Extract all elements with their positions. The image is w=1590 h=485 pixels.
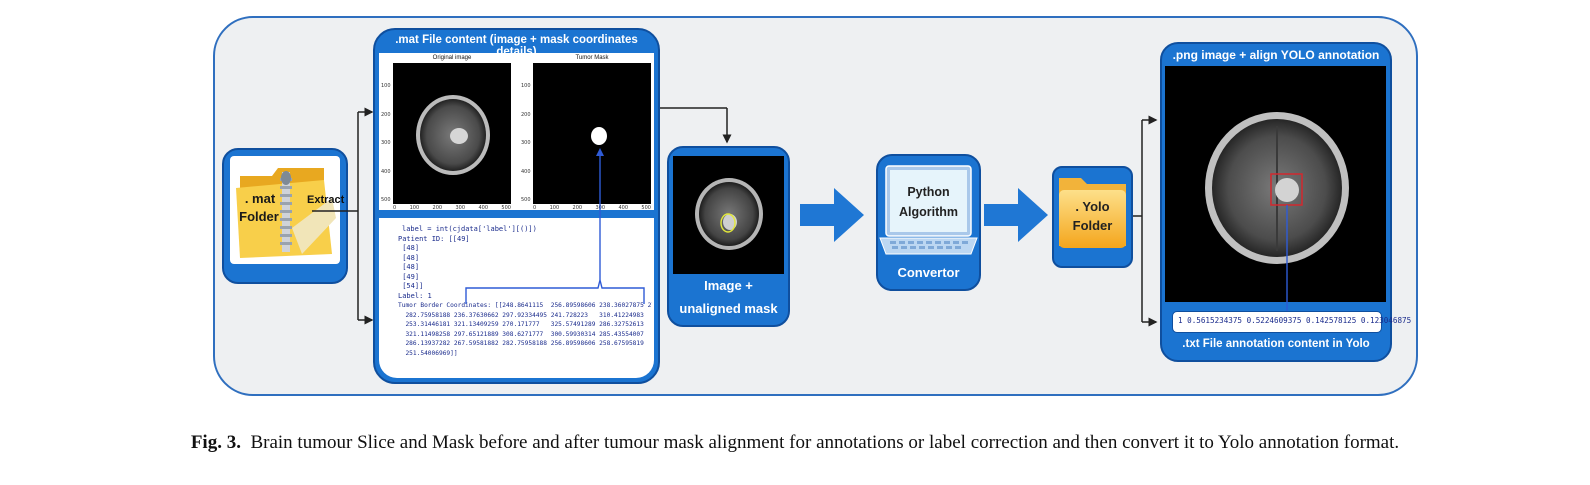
python-label: Python bbox=[907, 185, 950, 199]
brain-scan-yolo bbox=[1205, 112, 1349, 302]
code-line: [48] bbox=[398, 244, 420, 252]
zip-folder-icon bbox=[236, 168, 336, 258]
original-y-ticks: 100 200 300 400 500 bbox=[381, 83, 391, 203]
mat-code-output bbox=[379, 218, 654, 378]
code-line: Label: 1 bbox=[398, 291, 432, 300]
code-line: label = int(cjdata['label'][()]) bbox=[402, 225, 537, 233]
code-line: 321.11498258 297.65121889 308.6271777 30… bbox=[398, 330, 644, 338]
unaligned-label-1: Image + bbox=[704, 278, 753, 293]
x-tick: 200 bbox=[432, 205, 443, 211]
y-tick: 100 bbox=[381, 83, 391, 89]
brain-scan-original bbox=[416, 95, 490, 175]
y-tick: 300 bbox=[381, 140, 391, 146]
yolo-folder-label-2: Folder bbox=[1072, 218, 1113, 233]
tumor-mask-title: Tumor Mask bbox=[575, 55, 609, 61]
figure-caption: Fig. 3. Brain tumour Slice and Mask befo… bbox=[0, 432, 1590, 454]
code-line: 286.13937282 267.59581882 282.75958188 2… bbox=[398, 340, 644, 347]
laptop-icon bbox=[879, 165, 978, 255]
extract-label: Extract bbox=[307, 194, 345, 206]
mask-y-ticks: 100 200 300 400 500 bbox=[521, 83, 531, 203]
code-line: 282.75958188 236.37630662 297.92334495 2… bbox=[398, 311, 644, 319]
x-tick: 500 bbox=[641, 205, 651, 211]
code-line: Tumor Border Coordinates: [[248.8641115 … bbox=[398, 302, 652, 309]
code-line: [49] bbox=[398, 272, 420, 281]
original-mri-image bbox=[393, 63, 511, 204]
caption-prefix: Fig. 3. bbox=[190, 432, 241, 453]
y-tick: 400 bbox=[381, 168, 391, 175]
y-tick: 100 bbox=[521, 83, 531, 89]
tumor-mask-shape bbox=[591, 127, 607, 145]
y-tick: 300 bbox=[521, 140, 531, 146]
yolo-folder-label-1: . Yolo bbox=[1075, 199, 1110, 214]
x-tick: 100 bbox=[409, 205, 420, 211]
x-tick: 400 bbox=[478, 205, 488, 211]
original-image-title: Original image bbox=[432, 55, 472, 61]
mat-folder-label-1: . mat bbox=[244, 191, 276, 206]
x-tick: 500 bbox=[501, 205, 511, 211]
flow-arrow-icon bbox=[984, 188, 1048, 242]
unaligned-mri-image bbox=[673, 156, 784, 274]
convertor-label: Convertor bbox=[897, 265, 960, 280]
code-line: Patient ID: [[49] bbox=[398, 234, 470, 243]
y-tick: 500 bbox=[381, 197, 391, 203]
code-lines: label = int(cjdata['label'][()]) Patient… bbox=[386, 225, 652, 358]
code-line: 251.54006969]] bbox=[398, 349, 458, 357]
y-tick: 500 bbox=[521, 197, 531, 203]
txt-annotation-label: .txt File annotation content in Yolo bbox=[1182, 338, 1370, 350]
tumor-mask-image bbox=[533, 63, 651, 204]
y-tick: 200 bbox=[381, 111, 391, 118]
yolo-annotation-textbox bbox=[1172, 311, 1382, 333]
mat-folder-label-2: Folder bbox=[239, 209, 279, 224]
unaligned-label-2: unaligned mask bbox=[679, 301, 778, 316]
yolo-mri-image bbox=[1165, 66, 1386, 302]
caption-text: Brain tumour Slice and Mask before and a… bbox=[250, 432, 1400, 453]
code-line: [48] bbox=[398, 253, 420, 262]
code-line: 253.31446181 321.13409259 270.171777 325… bbox=[398, 321, 644, 328]
code-line: [54]] bbox=[398, 282, 424, 290]
yolo-panel-title: .png image + align YOLO annotation bbox=[1172, 48, 1380, 62]
x-tick: 100 bbox=[549, 205, 560, 211]
x-tick: 400 bbox=[618, 205, 628, 211]
yolo-annotation-text: 1 0.5615234375 0.5224609375 0.142578125 … bbox=[1178, 316, 1412, 325]
brain-scan-unaligned bbox=[695, 178, 763, 250]
y-tick: 400 bbox=[521, 168, 531, 175]
flow-arrow-icon bbox=[800, 188, 864, 242]
x-tick: 0 bbox=[533, 205, 537, 211]
algorithm-label: Algorithm bbox=[898, 205, 959, 219]
folder-icon bbox=[1059, 178, 1126, 248]
y-tick: 200 bbox=[521, 111, 531, 118]
x-tick: 0 bbox=[393, 205, 397, 211]
original-x-ticks: 0 100 200 300 400 500 bbox=[393, 205, 511, 211]
code-line: [48] bbox=[398, 263, 420, 271]
x-tick: 200 bbox=[572, 205, 583, 211]
x-tick: 300 bbox=[455, 205, 466, 211]
